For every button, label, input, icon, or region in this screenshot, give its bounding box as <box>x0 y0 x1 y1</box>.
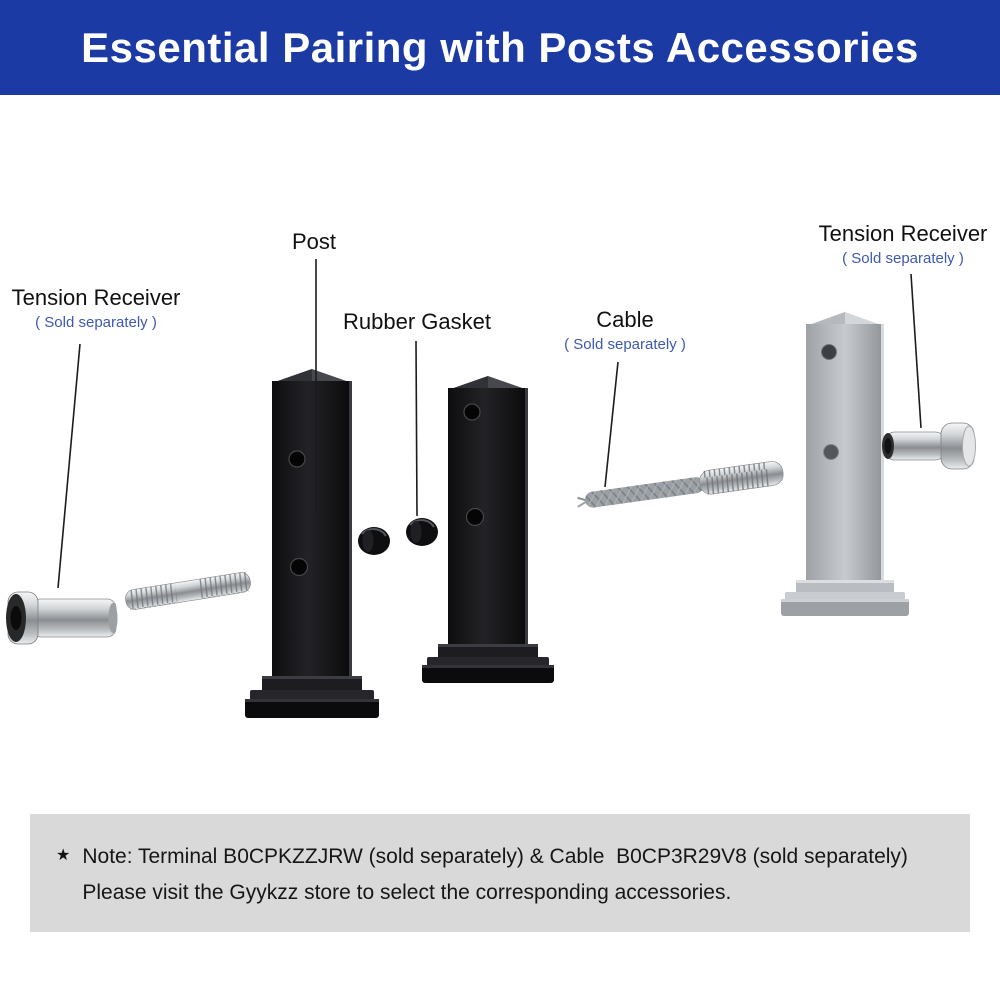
label-title: Tension Receiver <box>11 285 181 310</box>
label-cable: Cable ( Sold separately ) <box>564 307 686 354</box>
label-subtitle: ( Sold separately ) <box>842 250 964 267</box>
page-title: Essential Pairing with Posts Accessories <box>81 23 919 71</box>
tension-receiver-right-illustration <box>882 422 976 470</box>
cable-illustration <box>577 461 784 508</box>
pointer-line-rubber-gasket <box>415 340 418 517</box>
pointer-line-cable <box>604 361 619 488</box>
label-post: Post <box>292 229 336 255</box>
label-tension-receiver-left: Tension Receiver ( Sold separately ) <box>12 285 181 332</box>
tension-receiver-left-illustration <box>6 591 118 645</box>
label-subtitle: ( Sold separately ) <box>564 336 686 353</box>
star-icon: ★ <box>56 847 71 864</box>
rubber-gasket-illustration <box>358 518 438 555</box>
pointer-line-tension-receiver-right <box>910 273 922 429</box>
label-title: Cable <box>596 307 654 332</box>
post-left-illustration <box>245 369 379 718</box>
note-text: Note: Terminal B0CPKZZJRW (sold separate… <box>82 839 946 911</box>
note-box: ★ Note: Terminal B0CPKZZJRW (sold separa… <box>30 814 970 932</box>
post-gray-illustration <box>781 312 909 616</box>
pointer-lines <box>57 259 922 589</box>
label-title: Rubber Gasket <box>343 309 491 334</box>
label-tension-receiver-right: Tension Receiver ( Sold separately ) <box>819 221 988 268</box>
label-rubber-gasket: Rubber Gasket <box>343 309 491 335</box>
post-right-illustration <box>422 376 554 683</box>
threaded-stud-illustration <box>125 571 251 611</box>
note-line-2: Please visit the Gyykzz store to select … <box>82 881 732 904</box>
pointer-line-tension-receiver-left <box>57 343 81 589</box>
header-banner: Essential Pairing with Posts Accessories <box>0 0 1000 95</box>
label-subtitle: ( Sold separately ) <box>35 314 157 331</box>
label-title: Post <box>291 229 337 254</box>
note-line-1: Note: Terminal B0CPKZZJRW (sold separate… <box>82 845 908 868</box>
label-title: Tension Receiver <box>818 221 988 246</box>
